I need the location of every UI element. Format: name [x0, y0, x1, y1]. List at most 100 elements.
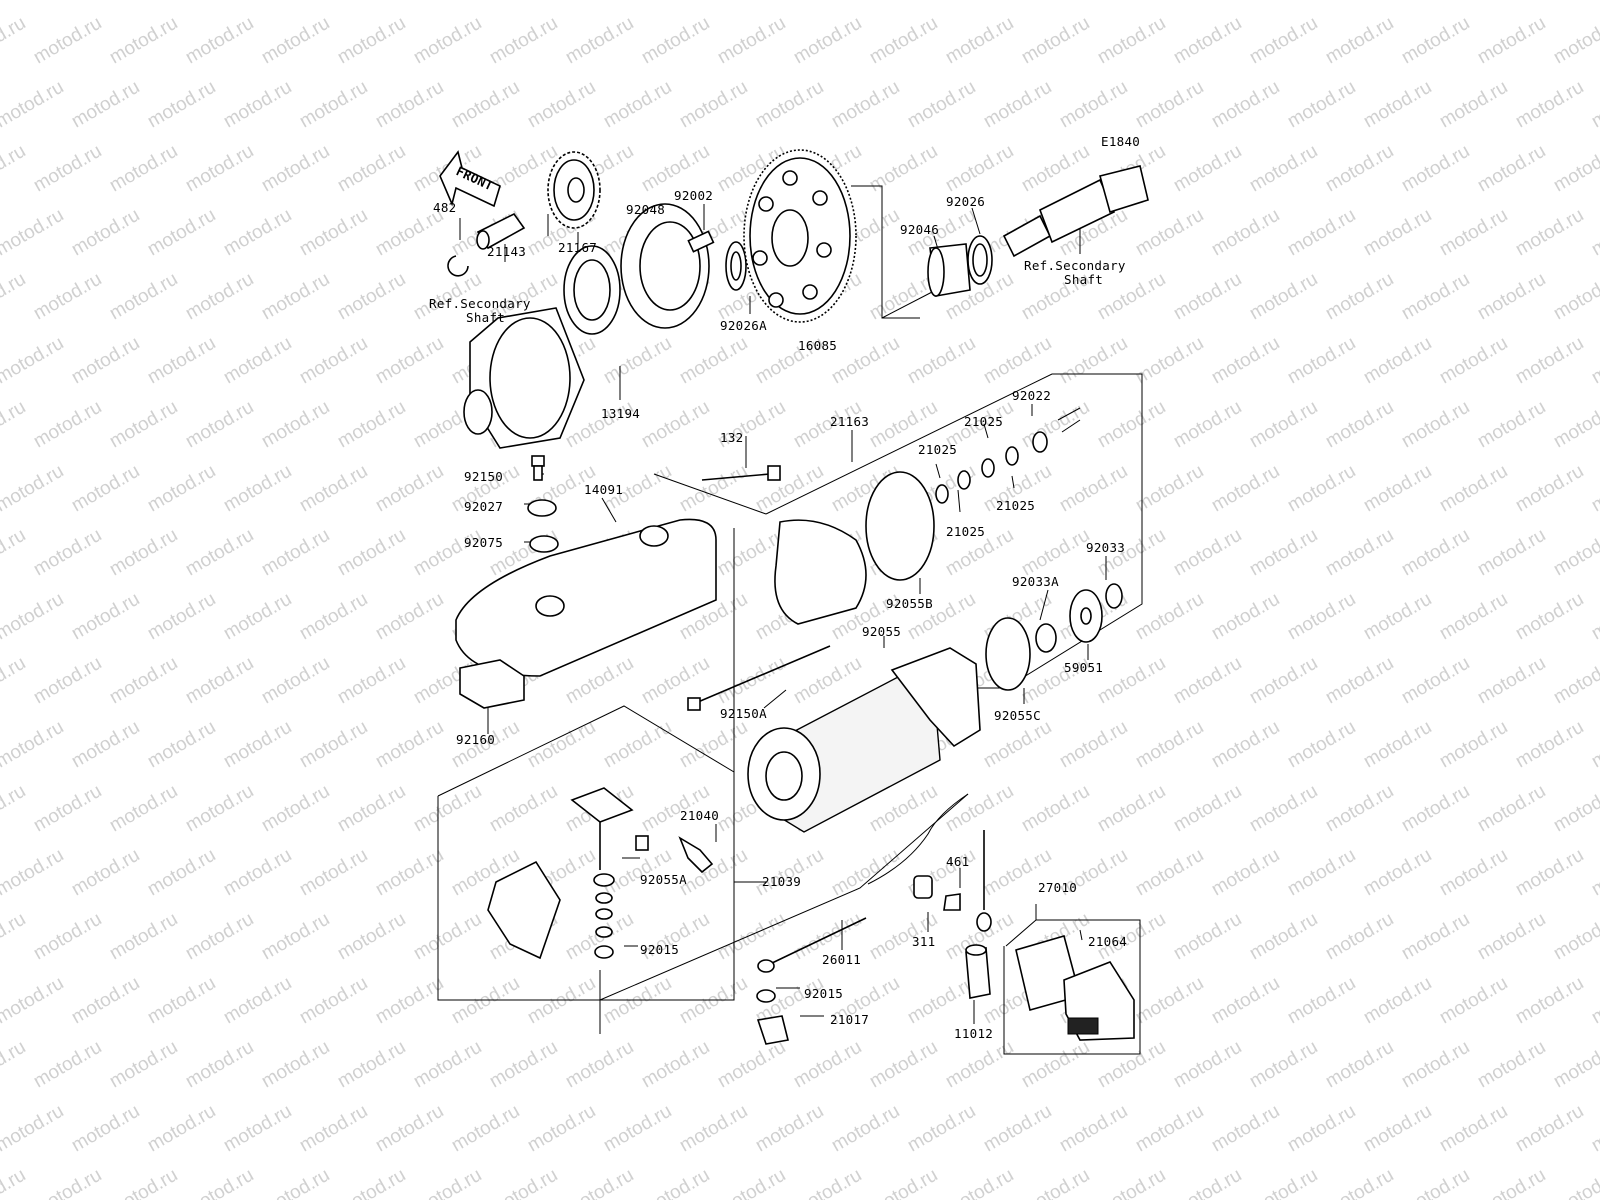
watermark-text: motod.ru [106, 1165, 181, 1200]
watermark-text: motod.ru [714, 1165, 789, 1200]
ref-label-left-line2: Shaft [466, 310, 505, 325]
watermark-text: motod.ru [714, 13, 789, 69]
watermark-text: motod.ru [68, 205, 143, 261]
watermark-text: motod.ru [410, 909, 485, 965]
watermark-text: motod.ru [1436, 845, 1511, 901]
watermark-text: motod.ru [410, 1037, 485, 1093]
watermark-text: motod.ru [638, 1037, 713, 1093]
watermark-text: motod.ru [1398, 653, 1473, 709]
ref-label-right-line1: Ref.Secondary [1024, 258, 1126, 273]
part-21167-gear [547, 151, 601, 229]
watermark-text: motod.ru [372, 717, 447, 773]
watermark-text: motod.ru [296, 205, 371, 261]
watermark-text: motod.ru [1512, 717, 1587, 773]
watermark-text: motod.ru [182, 269, 257, 325]
watermark-text: motod.ru [714, 653, 789, 709]
watermark-text: motod.ru [1132, 589, 1207, 645]
watermark-text: motod.ru [1360, 205, 1435, 261]
label-92055B: 92055B [886, 596, 933, 611]
part-92046-needle-bearing [927, 243, 971, 297]
watermark-text: motod.ru [0, 205, 67, 261]
part-92055A-o-ring [593, 873, 615, 887]
watermark-text: motod.ru [258, 141, 333, 197]
watermark-text: motod.ru [1512, 333, 1587, 389]
watermark-text: motod.ru [106, 269, 181, 325]
watermark-text: motod.ru [1132, 77, 1207, 133]
watermark-text: motod.ru [1170, 13, 1245, 69]
part-13194-one-way-clutch [563, 245, 621, 335]
label-21039: 21039 [762, 874, 801, 889]
watermark-text: motod.ru [0, 653, 29, 709]
part-21040-spring [678, 836, 714, 874]
watermark-text: motod.ru [1512, 973, 1587, 1029]
part-washers-stack [594, 892, 614, 959]
watermark-text: motod.ru [1512, 589, 1587, 645]
watermark-text: motod.ru [866, 13, 941, 69]
watermark-text: motod.ru [1284, 461, 1359, 517]
watermark-text: motod.ru [372, 845, 447, 901]
watermark-text: motod.ru [1094, 653, 1169, 709]
watermark-text: motod.ru [600, 333, 675, 389]
watermark-text: motod.ru [296, 461, 371, 517]
watermark-text: motod.ru [334, 1037, 409, 1093]
watermark-text: motod.ru [1550, 1037, 1600, 1093]
watermark-text: motod.ru [182, 1165, 257, 1200]
watermark-text: motod.ru [1474, 653, 1549, 709]
watermark-text: motod.ru [1550, 781, 1600, 837]
watermark-text: motod.ru [106, 141, 181, 197]
watermark-text: motod.ru [30, 141, 105, 197]
watermark-text: motod.ru [1474, 141, 1549, 197]
watermark-text: motod.ru [486, 1037, 561, 1093]
label-132: 132 [720, 430, 743, 445]
watermark-text: motod.ru [68, 1101, 143, 1157]
part-92055C-o-ring [985, 617, 1031, 691]
watermark-text: motod.ru [182, 397, 257, 453]
watermark-text: motod.ru [980, 333, 1055, 389]
label-21064: 21064 [1088, 934, 1127, 949]
watermark-text: motod.ru [258, 1165, 333, 1200]
watermark-text: motod.ru [1208, 333, 1283, 389]
watermark-text: motod.ru [106, 909, 181, 965]
watermark-text: motod.ru [1398, 269, 1473, 325]
watermark-text: motod.ru [1094, 13, 1169, 69]
watermark-text: motod.ru [1056, 333, 1131, 389]
part-starter-clutch-housing [463, 307, 585, 449]
watermark-text: motod.ru [1322, 781, 1397, 837]
label-461: 461 [946, 854, 969, 869]
watermark-text: motod.ru [296, 845, 371, 901]
watermark-text: motod.ru [448, 1101, 523, 1157]
watermark-text: motod.ru [144, 1101, 219, 1157]
watermark-text: motod.ru [1018, 1037, 1093, 1093]
watermark-text: motod.ru [182, 13, 257, 69]
watermark-text: motod.ru [258, 1037, 333, 1093]
watermark-text: motod.ru [1512, 461, 1587, 517]
watermark-text: motod.ru [676, 333, 751, 389]
watermark-text: motod.ru [220, 205, 295, 261]
watermark-text: motod.ru [980, 1101, 1055, 1157]
label-92033: 92033 [1086, 540, 1125, 555]
watermark-text: motod.ru [334, 653, 409, 709]
watermark-text: motod.ru [600, 717, 675, 773]
watermark-text: motod.ru [0, 333, 67, 389]
watermark-text: motod.ru [68, 845, 143, 901]
watermark-text: motod.ru [1170, 909, 1245, 965]
watermark-text: motod.ru [220, 333, 295, 389]
watermark-text: motod.ru [1246, 1037, 1321, 1093]
watermark-text: motod.ru [372, 461, 447, 517]
watermark-text: motod.ru [1474, 1037, 1549, 1093]
watermark-text: motod.ru [0, 77, 67, 133]
part-92150-bolt [531, 455, 545, 481]
watermark-text: motod.ru [1246, 525, 1321, 581]
watermark-text: motod.ru [1170, 269, 1245, 325]
watermark-text: motod.ru [1170, 1037, 1245, 1093]
watermark-text: motod.ru [0, 781, 29, 837]
watermark-text: motod.ru [1474, 1165, 1549, 1200]
label-92033A: 92033A [1012, 574, 1059, 589]
watermark-text: motod.ru [30, 653, 105, 709]
label-92055A: 92055A [640, 872, 687, 887]
watermark-text: motod.ru [714, 1037, 789, 1093]
watermark-text: motod.ru [486, 781, 561, 837]
watermark-text: motod.ru [30, 13, 105, 69]
watermark-text: motod.ru [1094, 781, 1169, 837]
watermark-text: motod.ru [1132, 973, 1207, 1029]
